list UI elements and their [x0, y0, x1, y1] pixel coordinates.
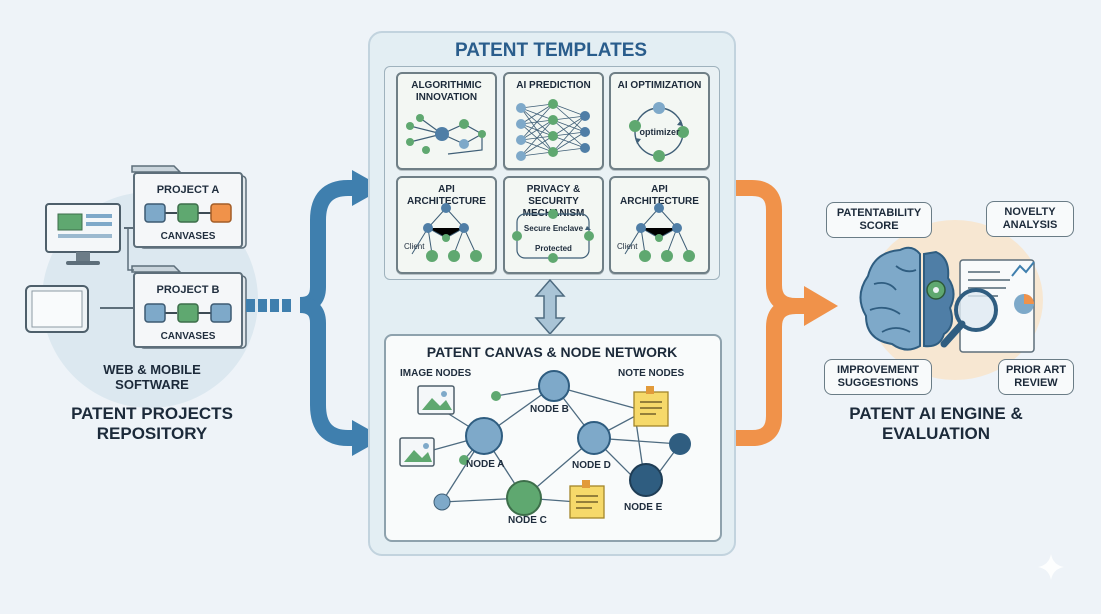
small-node[interactable] — [434, 494, 450, 510]
node-c-label: NODE C — [508, 515, 547, 526]
template-card-ai-prediction[interactable]: AI PREDICTION — [503, 72, 604, 170]
node-a-label: NODE A — [466, 459, 505, 470]
template-card-privacy-security[interactable]: PRIVACY & SECURITY MECHANISM Secure Encl… — [503, 176, 604, 274]
algorithm-flow-icon — [398, 102, 495, 164]
patentability-score-bubble: PATENTABILITY SCORE — [826, 202, 932, 238]
client-label: Client — [617, 242, 637, 251]
node-e-label: NODE E — [624, 502, 662, 513]
improvement-suggestions-bubble: IMPROVEMENT SUGGESTIONS — [824, 359, 932, 395]
protected-label: Protected — [505, 244, 602, 253]
api-tree-icon — [398, 198, 495, 268]
note-node-icon[interactable] — [634, 386, 668, 426]
node-d-label: NODE D — [572, 460, 611, 471]
api-tree-icon — [611, 198, 708, 268]
node-network-graph — [384, 334, 718, 538]
node-a[interactable] — [466, 418, 502, 454]
node-e[interactable] — [630, 464, 662, 496]
node-b[interactable] — [539, 371, 569, 401]
brain-icon — [860, 248, 953, 350]
small-node[interactable] — [491, 391, 501, 401]
image-node-icon[interactable] — [400, 438, 434, 466]
template-card-api-architecture-1[interactable]: API ARCHITECTURE Client — [396, 176, 497, 274]
optimizer-label: optimizer — [611, 127, 708, 137]
secure-enclave-label: Secure Enclave — [505, 224, 602, 233]
neural-network-icon — [505, 96, 602, 164]
small-node[interactable] — [669, 433, 691, 455]
sparkle-icon — [1036, 552, 1066, 582]
bidirectional-arrow-icon — [530, 278, 570, 336]
template-card-ai-optimization[interactable]: AI OPTIMIZATION optimizer — [609, 72, 710, 170]
templates-title: PATENT TEMPLATES — [368, 40, 734, 62]
note-node-icon[interactable] — [570, 480, 604, 518]
template-card-title: ALGORITHMIC INNOVATION — [402, 80, 491, 104]
node-d[interactable] — [578, 422, 610, 454]
template-card-algorithmic[interactable]: ALGORITHMIC INNOVATION — [396, 72, 497, 170]
engine-title: PATENT AI ENGINE & EVALUATION — [836, 404, 1036, 444]
template-card-title: AI OPTIMIZATION — [615, 80, 704, 92]
node-c[interactable] — [507, 481, 541, 515]
client-label: Client — [404, 242, 424, 251]
image-node-icon[interactable] — [418, 386, 454, 414]
node-b-label: NODE B — [530, 404, 569, 415]
template-card-api-architecture-2[interactable]: API ARCHITECTURE Client — [609, 176, 710, 274]
template-card-title: AI PREDICTION — [509, 80, 598, 92]
secure-enclave-icon — [505, 208, 602, 270]
prior-art-review-bubble: PRIOR ART REVIEW — [998, 359, 1074, 395]
novelty-analysis-bubble: NOVELTY ANALYSIS — [986, 201, 1074, 237]
